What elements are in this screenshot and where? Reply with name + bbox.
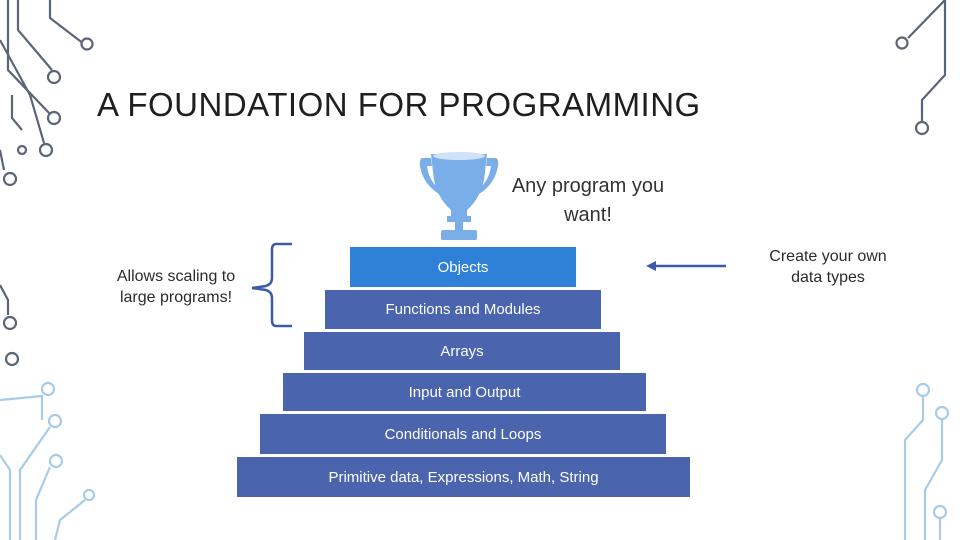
left-brace [251, 242, 292, 328]
arrow-left-icon [646, 261, 726, 271]
right-note: Create your own data types [769, 248, 887, 286]
left-note: Allows scaling to large programs! [116, 268, 236, 306]
pyramid-level-io: Input and Output [281, 371, 648, 413]
pyramid-level-objects: Objects [348, 245, 578, 289]
pyramid-level-arrays: Arrays [302, 330, 622, 372]
slide-title: A FOUNDATION FOR PROGRAMMING [97, 86, 701, 123]
pyramid-level-conditionals: Conditionals and Loops [258, 412, 668, 456]
goal-text: Any program you want! [511, 175, 665, 226]
trophy-icon [419, 152, 499, 240]
pyramid-level-primitives: Primitive data, Expressions, Math, Strin… [235, 455, 692, 499]
pyramid-level-functions: Functions and Modules [323, 288, 603, 331]
